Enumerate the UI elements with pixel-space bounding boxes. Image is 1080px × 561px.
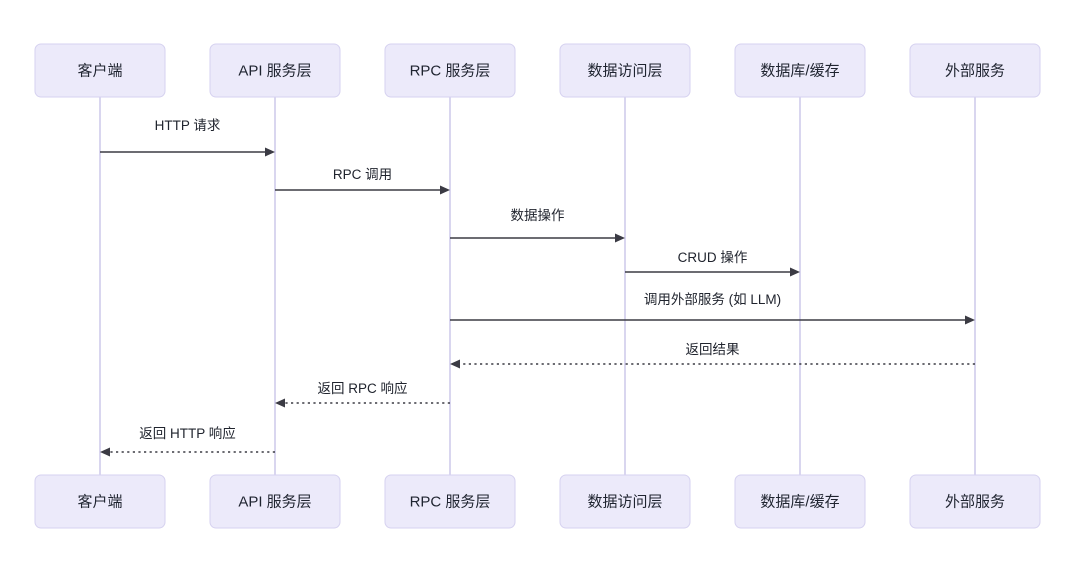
message-1[interactable]: HTTP 请求 <box>100 118 275 157</box>
message-label-8: 返回 HTTP 响应 <box>139 425 236 441</box>
participant-footer-dao[interactable]: 数据访问层 <box>559 474 691 529</box>
participant-footer-api[interactable]: API 服务层 <box>209 474 341 529</box>
participant-footer-boxes: 客户端 API 服务层 RPC 服务层 数据访问层 数据库/缓存 外部服务 <box>34 474 1041 529</box>
message-3[interactable]: 数据操作 <box>450 208 625 243</box>
message-4[interactable]: CRUD 操作 <box>625 250 800 277</box>
arrowhead-7 <box>275 398 285 408</box>
participant-box-shape <box>559 43 691 98</box>
message-label-7: 返回 RPC 响应 <box>317 380 407 396</box>
participant-header-external[interactable]: 外部服务 <box>909 43 1041 98</box>
arrowhead-3 <box>615 233 625 243</box>
participant-header-boxes: 客户端 API 服务层 RPC 服务层 数据访问层 数据库/缓存 外部服务 <box>34 43 1041 98</box>
participant-box-shape <box>734 474 866 529</box>
participant-header-db[interactable]: 数据库/缓存 <box>734 43 866 98</box>
participant-footer-external[interactable]: 外部服务 <box>909 474 1041 529</box>
participant-box-shape <box>34 474 166 529</box>
participant-label-external: 外部服务 <box>945 62 1005 79</box>
message-label-5: 调用外部服务 (如 LLM) <box>644 292 781 307</box>
participant-label-api: API 服务层 <box>238 493 311 510</box>
arrowhead-8 <box>100 447 110 457</box>
participant-box-shape <box>209 474 341 529</box>
arrowhead-1 <box>265 147 275 157</box>
participant-label-db: 数据库/缓存 <box>760 62 839 79</box>
participant-label-client: 客户端 <box>77 493 122 510</box>
participant-box-shape <box>384 474 516 529</box>
participant-label-db: 数据库/缓存 <box>760 493 839 510</box>
participant-header-client[interactable]: 客户端 <box>34 43 166 98</box>
participant-box-shape <box>909 474 1041 529</box>
participant-footer-client[interactable]: 客户端 <box>34 474 166 529</box>
message-label-2: RPC 调用 <box>333 167 392 182</box>
arrowhead-5 <box>965 315 975 325</box>
participant-label-client: 客户端 <box>77 62 122 79</box>
participant-header-rpc[interactable]: RPC 服务层 <box>384 43 516 98</box>
arrowhead-2 <box>440 185 450 195</box>
lifelines-group <box>99 97 976 475</box>
participant-box-shape <box>559 474 691 529</box>
message-2[interactable]: RPC 调用 <box>275 167 450 195</box>
message-label-6: 返回结果 <box>686 342 740 357</box>
message-label-3: 数据操作 <box>511 208 565 223</box>
message-8[interactable]: 返回 HTTP 响应 <box>100 425 275 457</box>
participant-footer-db[interactable]: 数据库/缓存 <box>734 474 866 529</box>
message-5[interactable]: 调用外部服务 (如 LLM) <box>450 292 975 325</box>
participant-label-dao: 数据访问层 <box>587 62 662 79</box>
message-7[interactable]: 返回 RPC 响应 <box>275 380 450 408</box>
participant-header-api[interactable]: API 服务层 <box>209 43 341 98</box>
message-label-1: HTTP 请求 <box>155 118 221 133</box>
participant-box-shape <box>909 43 1041 98</box>
participant-label-rpc: RPC 服务层 <box>410 493 491 510</box>
participant-header-dao[interactable]: 数据访问层 <box>559 43 691 98</box>
participant-box-shape <box>34 43 166 98</box>
message-6[interactable]: 返回结果 <box>450 342 975 369</box>
participant-label-api: API 服务层 <box>238 62 311 79</box>
participant-label-rpc: RPC 服务层 <box>410 62 491 79</box>
participant-box-shape <box>734 43 866 98</box>
arrowhead-4 <box>790 267 800 277</box>
arrowhead-6 <box>450 359 460 369</box>
participant-footer-rpc[interactable]: RPC 服务层 <box>384 474 516 529</box>
participant-label-external: 外部服务 <box>945 493 1005 510</box>
participant-box-shape <box>384 43 516 98</box>
message-label-4: CRUD 操作 <box>678 250 748 265</box>
participant-label-dao: 数据访问层 <box>587 493 662 510</box>
participant-box-shape <box>209 43 341 98</box>
